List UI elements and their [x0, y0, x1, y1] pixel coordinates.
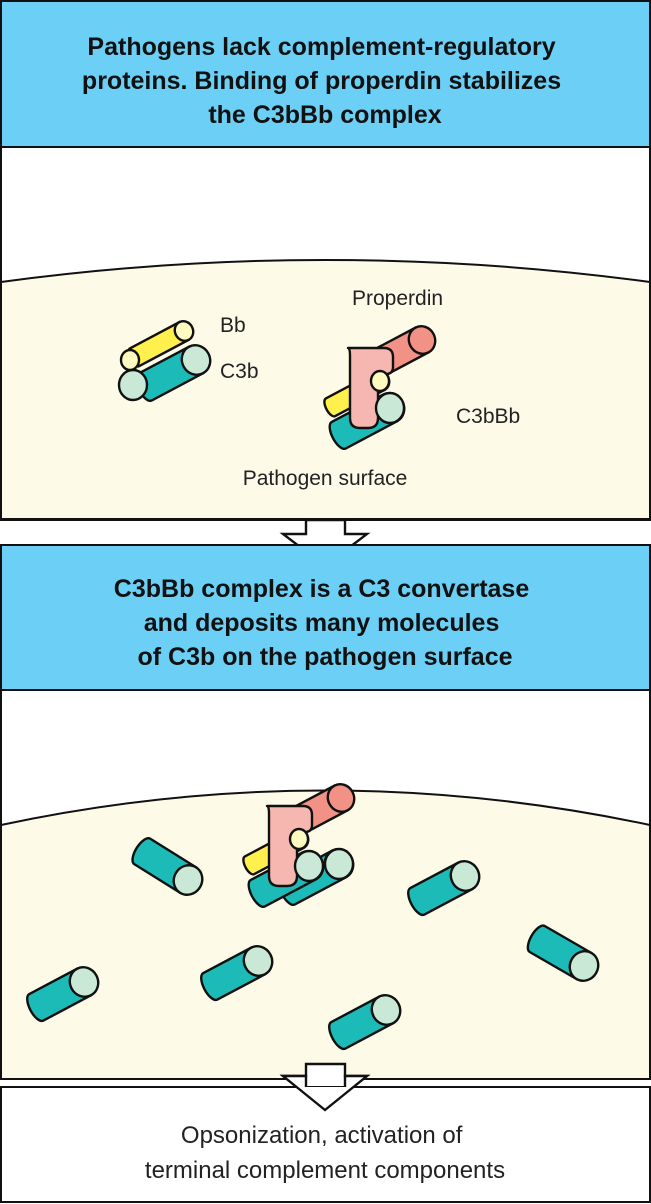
footer-text: Opsonization, activation of terminal com…: [145, 1122, 505, 1184]
label-c3b: C3b: [220, 360, 259, 383]
pathogen-surface-1: [0, 259, 651, 520]
footer-line1: Opsonization, activation of: [181, 1122, 463, 1149]
panel1-header-line1: Pathogens lack complement-regulatory: [87, 33, 555, 61]
c3b-bb-pair: [117, 316, 217, 405]
panel2-header-line3: of C3b on the pathogen surface: [137, 643, 512, 671]
label-bb: Bb: [220, 314, 246, 337]
footer-line2: terminal complement components: [145, 1157, 505, 1184]
panel1-header-line2: proteins. Binding of properdin stabilize…: [82, 67, 561, 95]
panel2-header-line1: C3bBb complex is a C3 convertase: [114, 575, 530, 603]
down-arrow-2-tip: [279, 1074, 371, 1112]
label-properdin: Properdin: [352, 287, 443, 310]
c3bbb-complex-on-surface: [241, 780, 359, 910]
label-c3bbb: C3bBb: [456, 405, 520, 428]
panel1-header-box: [0, 0, 651, 148]
panel2-header-line2: and deposits many molecules: [144, 609, 500, 637]
label-pathogen-surface: Pathogen surface: [243, 467, 408, 490]
panel2-header: C3bBb complex is a C3 convertase and dep…: [114, 575, 536, 671]
panel2-header-box: [0, 544, 651, 691]
panel1-header: Pathogens lack complement-regulatory pro…: [82, 33, 568, 129]
panel1-header-line3: the C3bBb complex: [208, 101, 441, 129]
